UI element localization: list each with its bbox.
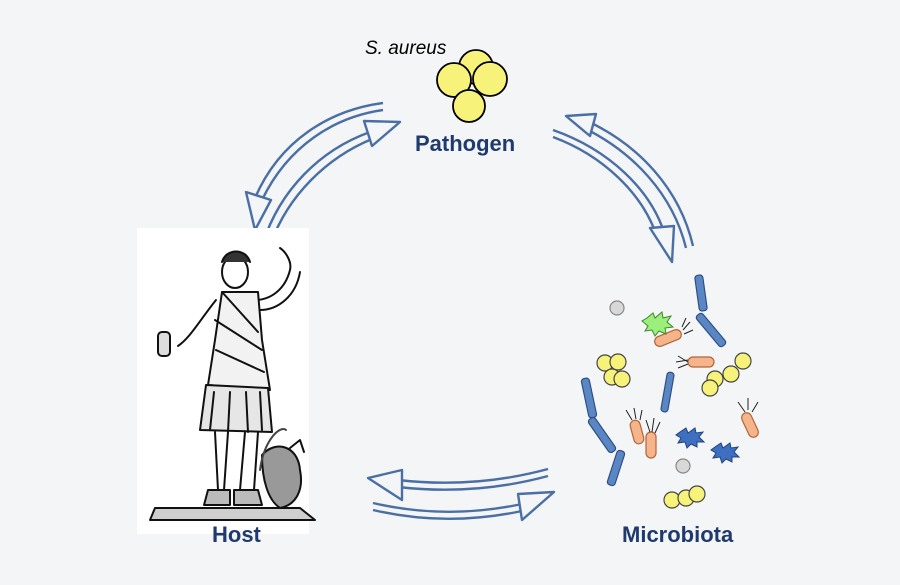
- greek-goddess-statue-illustration: [137, 228, 316, 534]
- arrow-pathogen-to-host: [244, 101, 384, 232]
- spore-icon: [609, 300, 625, 316]
- spiky-bacteria: [641, 311, 741, 464]
- spore-icon: [675, 458, 691, 474]
- arrow-microbiota-to-host: [366, 467, 549, 502]
- cocci-bacteria: [596, 352, 752, 509]
- microbiota-label: Microbiota: [622, 522, 734, 547]
- arrow-host-to-microbiota: [372, 490, 556, 522]
- cycle-arrows: [244, 101, 695, 522]
- host-label: Host: [212, 522, 261, 547]
- mixed-bacteria-icon: [580, 274, 759, 509]
- arrow-host-to-pathogen: [261, 119, 402, 244]
- pathogen-species-label: S. aureus: [365, 38, 447, 59]
- arrow-microbiota-to-pathogen: [564, 112, 695, 249]
- arrow-pathogen-to-microbiota: [552, 128, 676, 264]
- rod-bacteria-blue: [580, 274, 727, 487]
- pathogen-label: Pathogen: [415, 131, 516, 156]
- staphylococcus-cluster-icon: [436, 49, 508, 123]
